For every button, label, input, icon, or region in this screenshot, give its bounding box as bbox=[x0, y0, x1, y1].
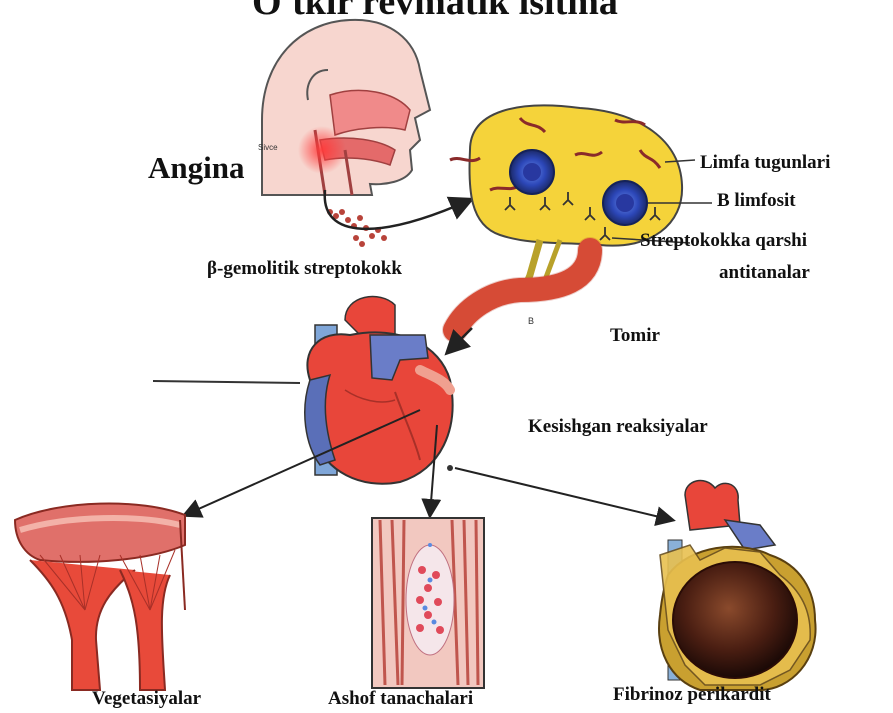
label-fibrinous-pericarditis: Fibrinoz perikardit bbox=[613, 684, 771, 706]
heart-pointer-line bbox=[153, 381, 300, 383]
label-vegetations: Vegetasiyalar bbox=[92, 688, 201, 710]
aschoff-bodies-illustration bbox=[372, 518, 484, 688]
label-angina: Angina bbox=[148, 150, 244, 186]
head-profile-illustration: Sivce bbox=[258, 20, 430, 195]
label-aschoff-bodies: Ashof tanachalari bbox=[328, 688, 473, 710]
pericarditis-illustration bbox=[659, 481, 815, 690]
heart-illustration bbox=[305, 297, 453, 484]
arrow-to-pericarditis bbox=[455, 468, 672, 520]
vegetations-illustration bbox=[15, 504, 185, 690]
label-vessel: Tomir bbox=[610, 325, 660, 347]
label-cross-reactions: Kesishgan reaksiyalar bbox=[528, 416, 708, 438]
tiny-head-text: Sivce bbox=[258, 143, 278, 152]
vessel-letter: B bbox=[528, 316, 534, 326]
label-b-lymphocyte: B limfosit bbox=[717, 190, 796, 212]
label-antibodies-line2: antitanalar bbox=[719, 262, 810, 284]
label-lymph-nodes: Limfa tugunlari bbox=[700, 152, 830, 174]
label-antibodies-line1: Streptokokka qarshi bbox=[640, 230, 807, 252]
label-streptococcus: β-gemolitik streptokokk bbox=[207, 258, 402, 280]
